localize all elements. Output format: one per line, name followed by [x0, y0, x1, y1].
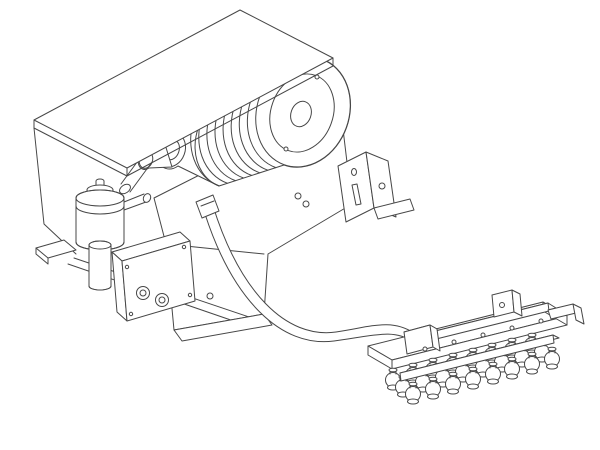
plate-bolt — [451, 339, 457, 345]
plate-bolt — [422, 346, 428, 352]
screw — [128, 311, 134, 317]
screw — [124, 264, 130, 270]
mount-bracket-side — [511, 289, 523, 317]
hose-inner-line — [212, 205, 415, 334]
plate-thickness-edge — [33, 57, 334, 177]
control-box: Control box with two rotary knobs — [111, 231, 196, 322]
screw — [181, 244, 187, 250]
hose-block-side — [429, 324, 441, 352]
bracket-hole — [499, 302, 505, 308]
canister-port — [123, 193, 147, 211]
hose-outer-line — [204, 213, 414, 343]
end-tab-down — [572, 303, 585, 325]
gripper-assembly: Suction gripper rail assembly with mount… — [367, 289, 585, 405]
vacuum-hose: Flexible vacuum hose — [195, 194, 418, 343]
cap-bolt — [283, 146, 289, 152]
frame-hole — [206, 292, 214, 300]
bracket-slot — [351, 183, 362, 206]
frame-hole — [294, 192, 302, 200]
plate-bolt — [538, 318, 544, 324]
hose-fitting — [195, 194, 220, 219]
suction-cup-array: Bellows suction cups — [385, 332, 560, 405]
plate-bolt — [480, 332, 486, 338]
left-foot — [35, 239, 77, 259]
pump-unit: Sheet-metal mounting frame with base fee… — [33, 9, 415, 342]
screw — [187, 292, 193, 298]
pump-canister: Cylindrical pump / filter canister Lower… — [75, 178, 152, 291]
bracket-tab — [373, 198, 415, 220]
foot-flange — [173, 313, 273, 342]
bracket-hole — [378, 182, 386, 190]
bracket-hole — [351, 168, 357, 176]
plate-bolt — [509, 325, 515, 331]
side-bracket: Slotted side mounting bracket — [337, 151, 415, 223]
lower-rail-front — [399, 334, 555, 382]
cover-plate: Slanted top cover plate — [33, 9, 334, 177]
control-box-front — [121, 240, 196, 322]
frame-hole — [302, 200, 310, 208]
